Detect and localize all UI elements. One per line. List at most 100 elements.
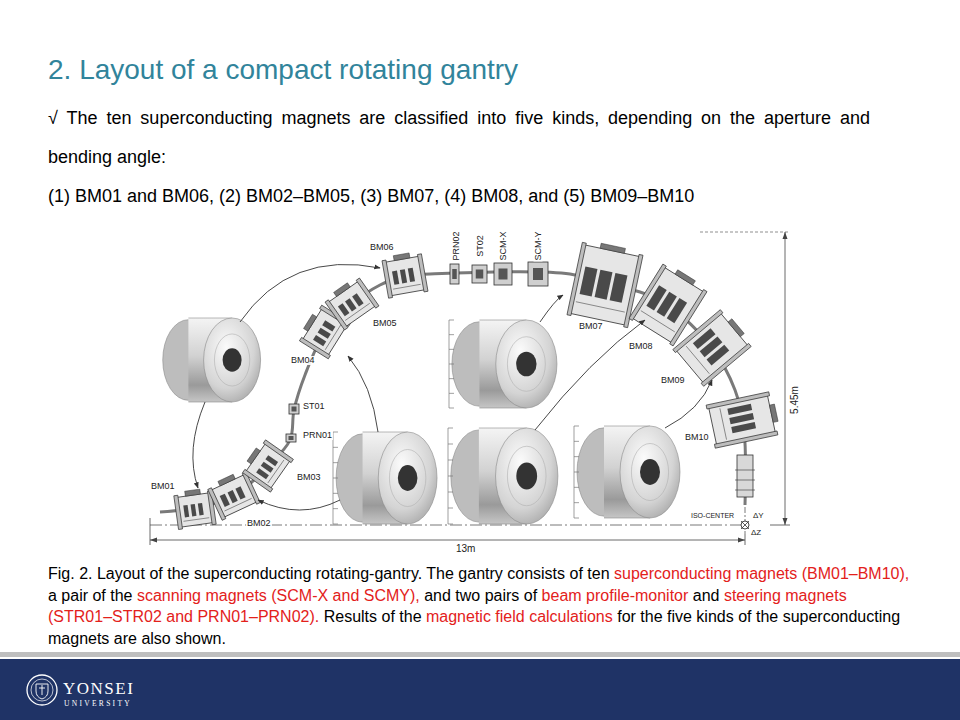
dimension-label: 13m bbox=[455, 544, 476, 554]
scale-tick bbox=[574, 441, 579, 442]
scale-tick bbox=[449, 364, 454, 365]
caption-word: of bbox=[570, 565, 588, 582]
logo-ring bbox=[31, 679, 53, 701]
part-label: SCM-X bbox=[499, 231, 508, 262]
caption-word: magnets bbox=[785, 587, 846, 604]
scale-tick bbox=[574, 472, 579, 473]
field-calculation-model bbox=[448, 428, 558, 524]
part-label: BM05 bbox=[372, 319, 398, 328]
university-name: YONSEI bbox=[63, 680, 134, 697]
caption-word: consists bbox=[507, 565, 569, 582]
part-label: BM04 bbox=[290, 356, 316, 365]
leader-arrow bbox=[240, 264, 380, 322]
caption-word: also bbox=[141, 630, 175, 647]
magnet-coil bbox=[400, 269, 407, 283]
caption-word: of bbox=[92, 587, 110, 604]
caption-word: superconducting bbox=[614, 565, 736, 582]
part-label: ST02 bbox=[476, 234, 485, 258]
caption-word: and bbox=[333, 587, 364, 604]
cylinder-bore bbox=[223, 348, 242, 372]
magnet-coil bbox=[667, 298, 687, 323]
magnet-coil bbox=[729, 413, 754, 424]
magnet-flange bbox=[714, 431, 777, 448]
scale-tick bbox=[448, 428, 453, 429]
cryo-port bbox=[304, 314, 317, 331]
caption-word: gantry bbox=[458, 565, 507, 582]
caption-word: (BM01–BM10), bbox=[802, 565, 910, 582]
scanning-magnet-detail bbox=[499, 269, 508, 280]
university-name: UNIVERSITY bbox=[64, 700, 132, 708]
dimension-label: 5.45m bbox=[790, 385, 800, 415]
figure-caption: Fig. 2. Layout of the superconducting ro… bbox=[48, 563, 910, 649]
cylinder-bore bbox=[516, 352, 536, 377]
caption-word: (SCM-X bbox=[271, 587, 332, 604]
magnet-coil bbox=[408, 268, 415, 282]
steering-magnet bbox=[289, 404, 299, 414]
slide-title: 2. Layout of a compact rotating gantry bbox=[48, 56, 518, 84]
cylinder-ring bbox=[507, 337, 545, 392]
profile-monitor bbox=[450, 264, 459, 284]
part-label: BM09 bbox=[660, 376, 686, 385]
scale-tick bbox=[448, 524, 453, 525]
footer-rule bbox=[0, 652, 960, 657]
caption-word: field bbox=[495, 608, 529, 625]
scale-tick bbox=[448, 476, 453, 477]
magnet-detail bbox=[641, 311, 675, 332]
magnet-coil bbox=[265, 455, 278, 466]
scale-tick bbox=[448, 492, 453, 493]
bullet-text: √ The ten superconducting magnets are cl… bbox=[48, 99, 870, 177]
cryo-port bbox=[770, 404, 779, 422]
scale-tick bbox=[333, 478, 338, 479]
caption-word: superconducting bbox=[783, 608, 900, 625]
scale-tick bbox=[333, 462, 338, 463]
caption-word: rotating-gantry. bbox=[316, 565, 427, 582]
scale-tick bbox=[449, 378, 454, 379]
extension-line bbox=[150, 518, 151, 545]
part-label: BM06 bbox=[369, 243, 395, 252]
scale-tick bbox=[574, 518, 579, 519]
part-label: BM08 bbox=[628, 342, 654, 351]
dimension-line bbox=[150, 540, 745, 541]
part-label: BM07 bbox=[578, 322, 604, 331]
caption-word: (STR01–STR02 bbox=[48, 608, 166, 625]
caption-word: superconducting bbox=[194, 565, 316, 582]
superconducting-magnet bbox=[323, 276, 379, 330]
footer-bar bbox=[0, 659, 960, 720]
cylinder-face bbox=[620, 426, 680, 518]
cylinder-bore bbox=[516, 463, 537, 490]
caption-word: and bbox=[166, 608, 197, 625]
magnet-coil bbox=[595, 270, 613, 300]
magnet-flange bbox=[382, 260, 393, 298]
magnet-coil bbox=[183, 505, 189, 517]
magnet-flange bbox=[417, 254, 428, 292]
magnet-coil bbox=[220, 494, 230, 507]
profile-monitor bbox=[286, 434, 296, 442]
cryo-port bbox=[393, 253, 410, 261]
bullet-text: (1) BM01 and BM06, (2) BM02–BM05, (3) BM… bbox=[48, 177, 694, 216]
scale-tick bbox=[333, 447, 338, 448]
magnet-coil bbox=[228, 490, 238, 503]
scale-tick bbox=[449, 349, 454, 350]
magnet-detail bbox=[686, 346, 709, 374]
caption-word: of bbox=[381, 608, 399, 625]
cryo-port bbox=[728, 319, 744, 337]
caption-word: the bbox=[640, 608, 667, 625]
magnet-flange bbox=[174, 495, 183, 529]
scale-tick bbox=[449, 408, 454, 409]
caption-word: Results bbox=[324, 608, 382, 625]
magnet-flange bbox=[706, 392, 769, 409]
part-label: BM02 bbox=[246, 519, 272, 528]
caption-word: The bbox=[426, 565, 458, 582]
caption-word: Fig. bbox=[48, 565, 79, 582]
caption-word: magnetic bbox=[426, 608, 495, 625]
steering-magnet-detail bbox=[292, 407, 297, 412]
caption-word: ten bbox=[587, 565, 614, 582]
magnet-body bbox=[676, 313, 747, 382]
cylinder-face bbox=[378, 432, 437, 524]
superconducting-magnet bbox=[240, 438, 293, 492]
part-label: SCM-Y bbox=[534, 231, 543, 262]
extension-line bbox=[700, 232, 790, 233]
reference-label: ISO-CENTER bbox=[690, 512, 735, 519]
cryo-port bbox=[334, 283, 351, 297]
part-label: BM03 bbox=[296, 473, 322, 482]
